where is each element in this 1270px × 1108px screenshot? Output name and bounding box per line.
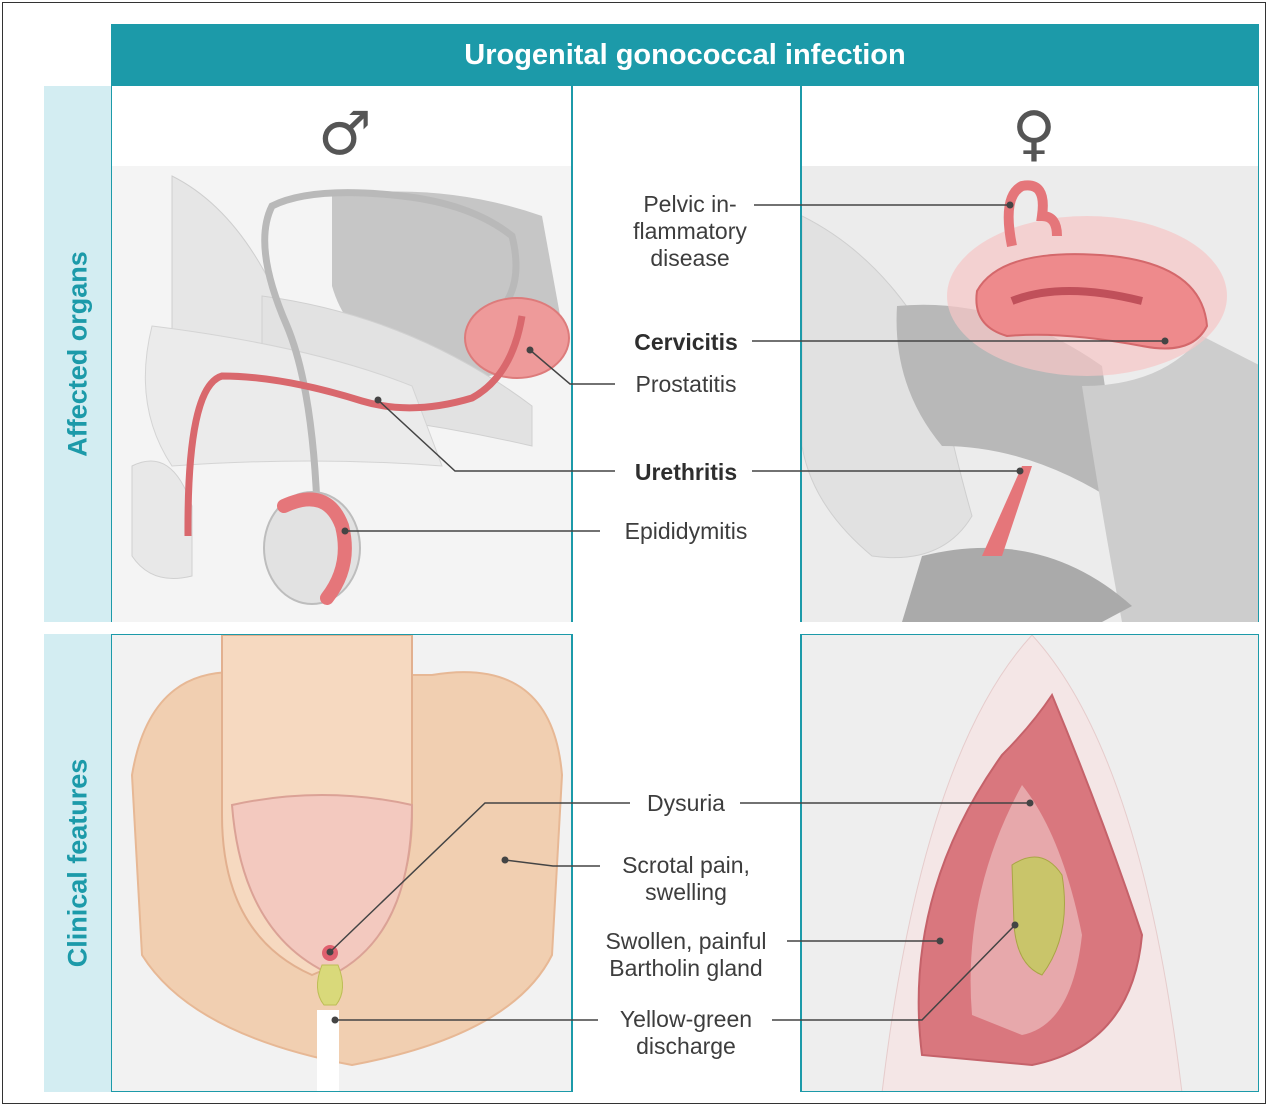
leader-discharge-female (772, 925, 1015, 1020)
leader-urethritis-male (378, 400, 615, 471)
leader-prostatitis (530, 350, 615, 384)
leader-scrotal (505, 860, 600, 866)
leader-dysuria-male (330, 803, 630, 952)
